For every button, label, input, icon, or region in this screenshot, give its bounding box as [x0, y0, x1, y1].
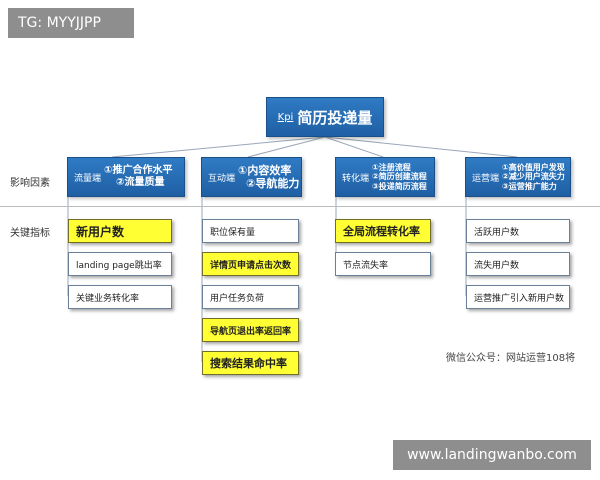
divider-line — [0, 206, 600, 207]
metric-lost-users: 流失用户数 — [466, 252, 570, 276]
category-item: ①注册流程 — [372, 162, 411, 172]
category-name: 流量端 — [74, 173, 102, 184]
category-item: ①推广合作水平 — [104, 165, 173, 176]
metric-job-inventory: 职位保有量 — [202, 219, 299, 243]
category-item: ②简历创建流程 — [372, 172, 427, 182]
category-item: ①内容效率 — [238, 163, 292, 177]
metric-search-hit-rate: 搜索结果命中率 — [202, 351, 299, 375]
metric-nav-exit-return-rate: 导航页退出率返回率 — [202, 318, 299, 342]
category-operations: 运营端 ①高价值用户发现 ②减少用户流失力 ③运营推广能力 — [465, 157, 571, 197]
category-interaction: 互动端 ①内容效率 ②导航能力 — [201, 157, 302, 197]
category-traffic: 流量端 ①推广合作水平 ②流量质量 — [67, 157, 185, 197]
root-kpi-box: Kpi 简历投递量 — [266, 97, 384, 137]
wechat-caption: 微信公众号：网站运营108将 — [446, 353, 576, 364]
metric-detail-apply-clicks: 详情页申请点击次数 — [202, 252, 299, 276]
metric-ops-new-users: 运营推广引入新用户数 — [466, 285, 570, 309]
row-label-indicators: 关键指标 — [10, 228, 50, 239]
metric-landing-bounce-rate: landing page跳出率 — [68, 252, 172, 276]
category-conversion: 转化端 ①注册流程 ②简历创建流程 ③投递简历流程 — [335, 157, 435, 197]
row-label-factors: 影响因素 — [10, 178, 50, 189]
category-name: 互动端 — [208, 173, 236, 184]
category-item: ②流量质量 — [116, 177, 165, 188]
watermark-top: TG: MYYJJPP — [8, 8, 134, 38]
category-item: ①高价值用户发现 — [502, 162, 565, 172]
metric-user-task-load: 用户任务负荷 — [202, 285, 299, 309]
category-item: ③运营推广能力 — [502, 181, 557, 191]
category-name: 转化端 — [342, 173, 370, 184]
category-item: ②减少用户流失力 — [502, 172, 565, 182]
metric-key-conversion: 关键业务转化率 — [68, 285, 172, 309]
metric-global-flow-conversion: 全局流程转化率 — [335, 219, 431, 243]
metric-new-users: 新用户数 — [68, 219, 172, 243]
category-item: ②导航能力 — [246, 177, 300, 190]
metric-node-churn-rate: 节点流失率 — [335, 252, 431, 276]
root-title: 简历投递量 — [297, 108, 373, 127]
watermark-bottom: www.landingwanbo.com — [393, 440, 591, 470]
kpi-prefix: Kpi — [277, 111, 294, 123]
category-name: 运营端 — [472, 173, 500, 184]
metric-active-users: 活跃用户数 — [466, 219, 570, 243]
category-item: ③投递简历流程 — [372, 181, 427, 191]
